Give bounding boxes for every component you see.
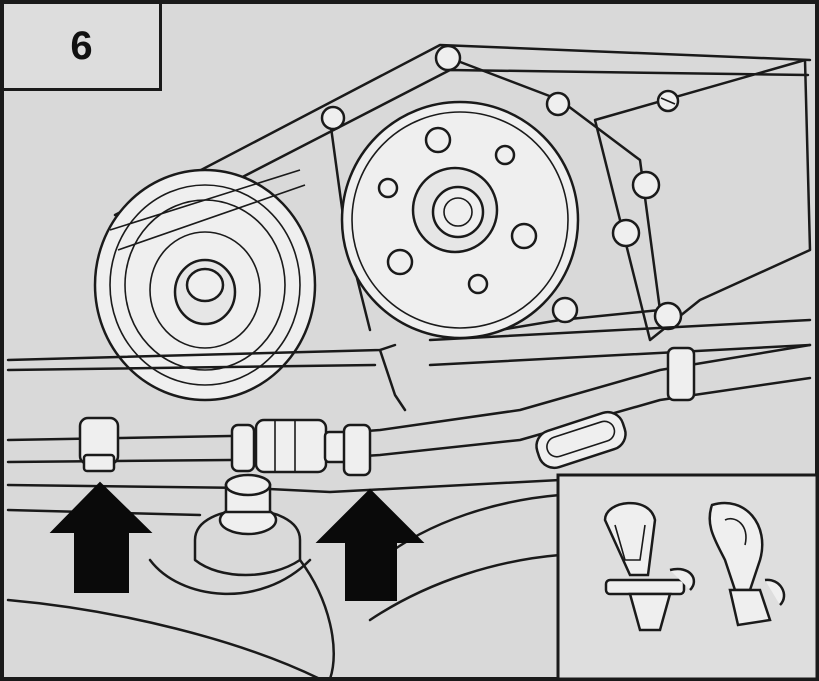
engine-mount bbox=[6, 473, 562, 681]
arrow-left bbox=[49, 481, 153, 593]
step-number: 6 bbox=[70, 23, 93, 68]
step-number-box: 6 bbox=[4, 4, 162, 91]
alternator-pulley bbox=[93, 168, 317, 402]
mounting-bracket bbox=[593, 58, 812, 342]
hose-pipe bbox=[6, 343, 812, 474]
arrow-right bbox=[315, 488, 425, 601]
engine-block bbox=[6, 318, 812, 412]
hose-clip-left bbox=[78, 416, 120, 473]
housing-bolts bbox=[320, 44, 683, 331]
clip-detail-inset bbox=[556, 473, 819, 681]
hose-clip-middle bbox=[342, 423, 372, 477]
hose-clip-right bbox=[666, 346, 696, 402]
water-pump-pulley bbox=[340, 100, 580, 340]
